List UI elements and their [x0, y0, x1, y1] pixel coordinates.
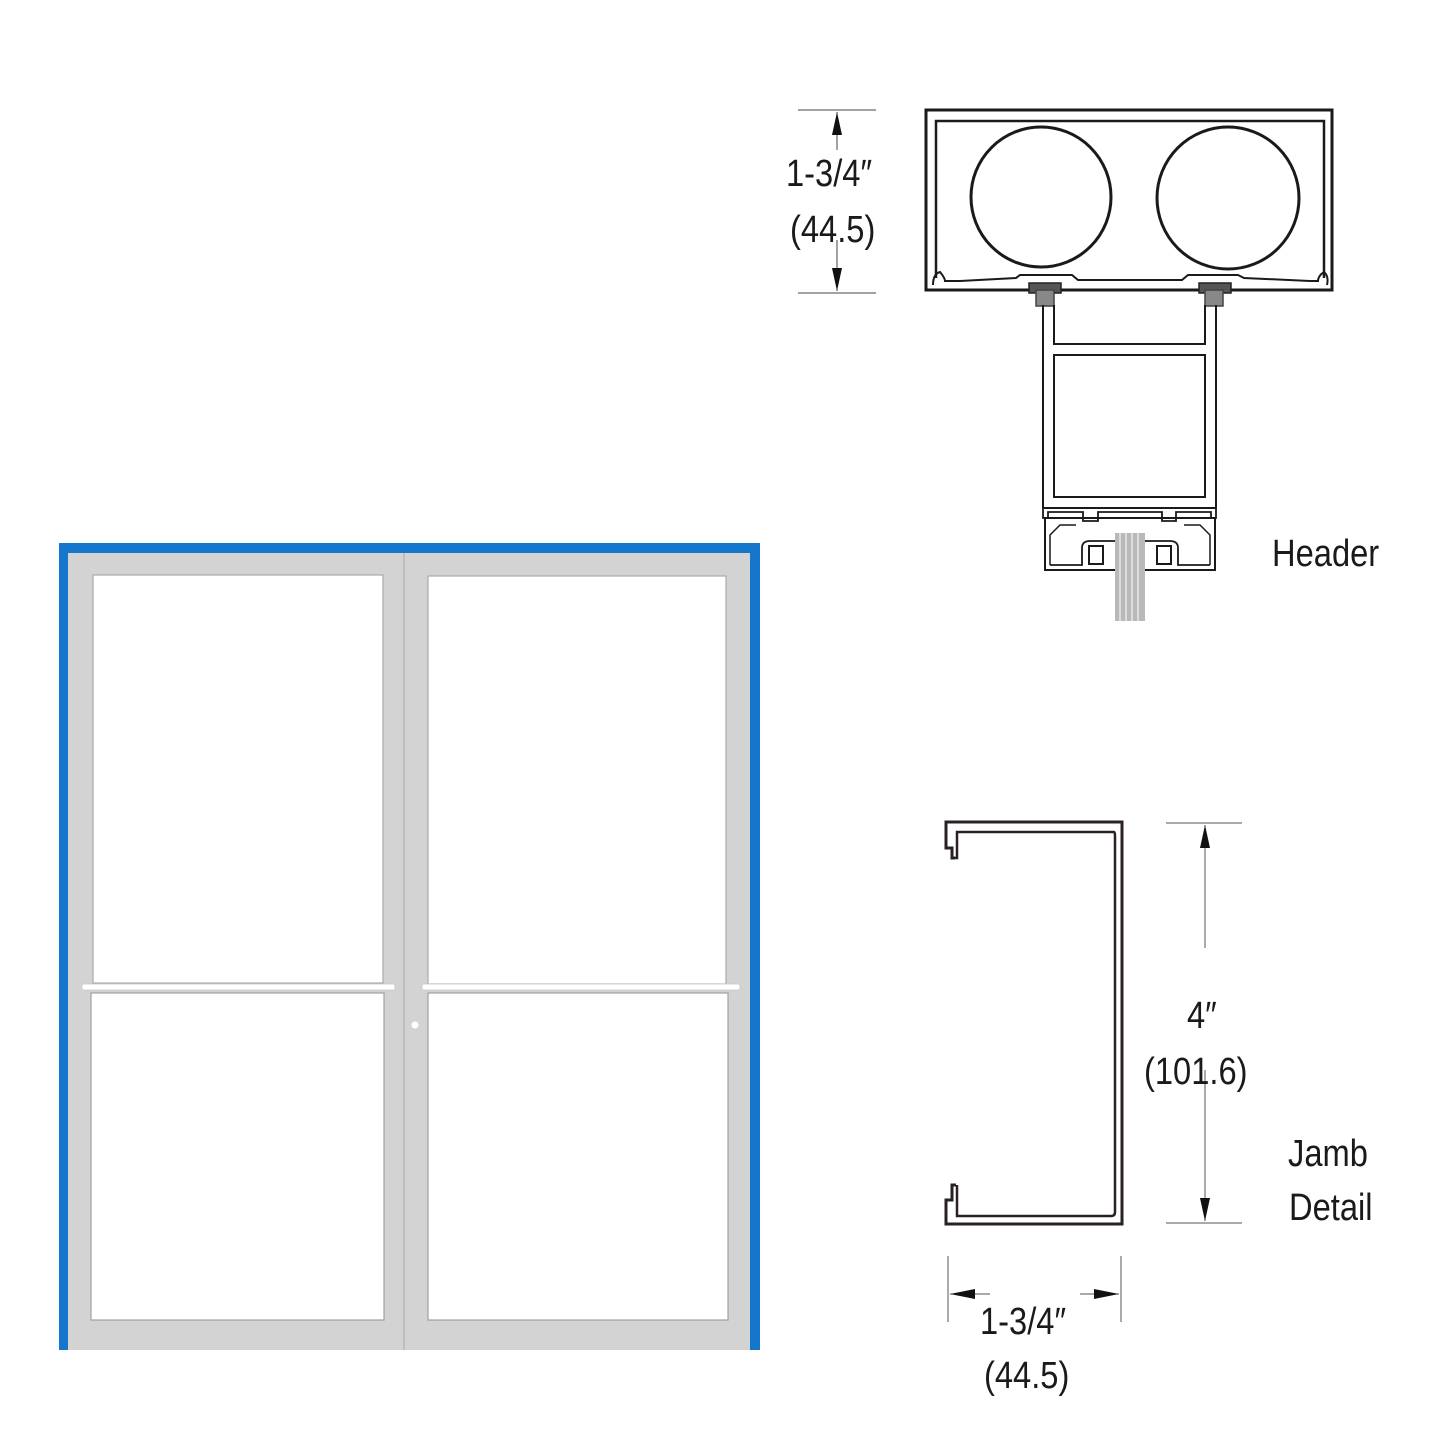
dimension-arrow-down — [832, 268, 842, 291]
dimension-arrow-right — [1094, 1289, 1119, 1299]
dimension-arrow-left — [950, 1289, 975, 1299]
right-lower-glass — [427, 992, 729, 1321]
header-tube-left — [969, 125, 1113, 269]
jamb-inner-profile — [955, 830, 1117, 1218]
jamb-width-metric: (44.5) — [984, 1355, 1070, 1397]
right-push-bar — [421, 983, 741, 991]
jamb-title-line2: Detail — [1289, 1187, 1373, 1229]
dimension-arrow-up — [832, 112, 842, 135]
left-push-bar — [81, 983, 396, 991]
header-inner-chamber — [1053, 354, 1206, 498]
jamb-title-line1: Jamb — [1288, 1133, 1368, 1175]
header-outer-box — [924, 108, 1334, 292]
left-upper-glass — [92, 574, 384, 984]
dimension-arrow-down — [1200, 1198, 1210, 1221]
header-dimension-metric: (44.5) — [790, 209, 876, 251]
lock-cylinder — [410, 1020, 420, 1030]
header-title: Header — [1272, 533, 1380, 575]
door-elevation — [59, 543, 760, 1350]
left-lower-glass — [90, 992, 385, 1321]
header-tube-right — [1155, 125, 1301, 271]
jamb-width-imperial: 1-3/4″ — [980, 1301, 1067, 1343]
header-dimension-imperial: 1-3/4″ — [786, 153, 873, 195]
jamb-height-imperial: 4″ — [1187, 995, 1217, 1037]
jamb-outer-profile — [944, 820, 1124, 1226]
jamb-detail — [944, 820, 1242, 1322]
jamb-height-metric: (101.6) — [1144, 1051, 1248, 1093]
dimension-arrow-up — [1200, 825, 1210, 848]
header-detail — [798, 108, 1334, 621]
right-upper-glass — [427, 575, 727, 985]
